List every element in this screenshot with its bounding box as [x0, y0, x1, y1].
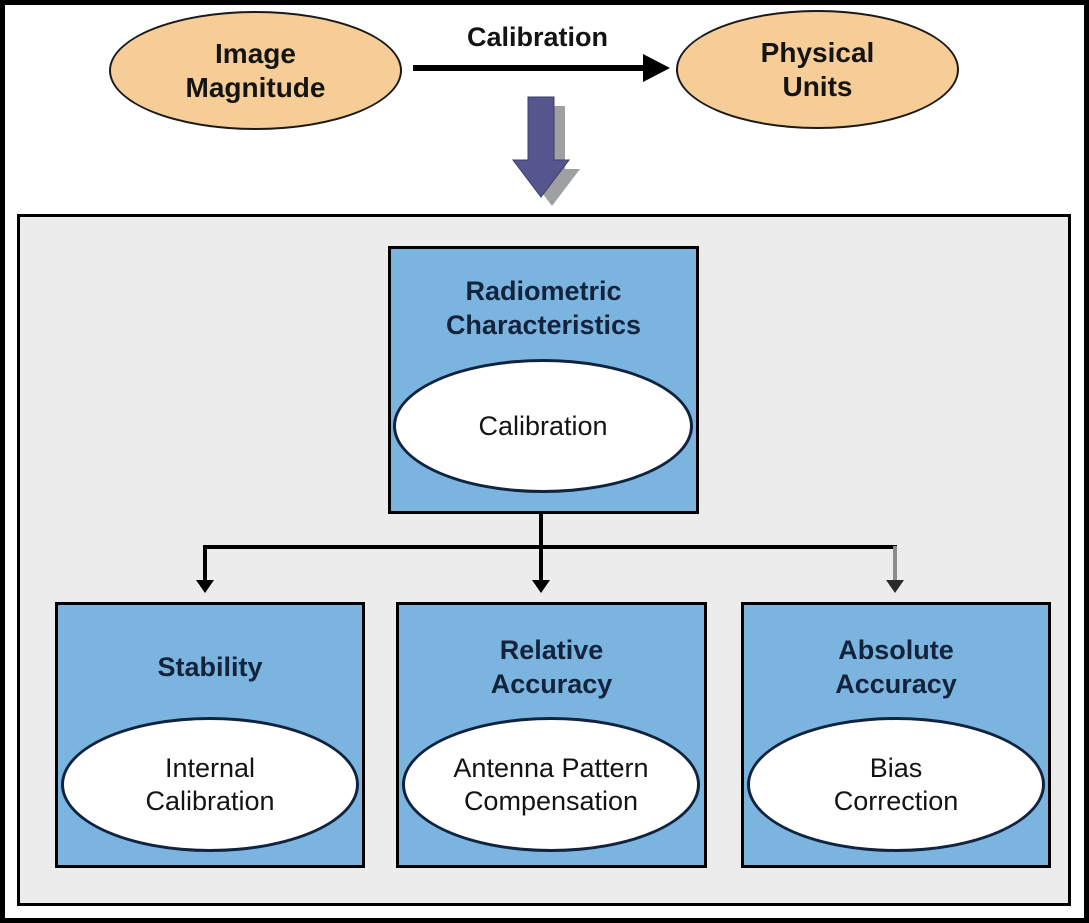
connector-stub-right — [893, 546, 897, 582]
arrowhead-middle-icon — [532, 580, 550, 593]
antenna-pattern-compensation-ellipse: Antenna Pattern Compensation — [402, 717, 700, 852]
relative-accuracy-title: Relative Accuracy — [490, 635, 613, 699]
antenna-pattern-compensation-label: Antenna Pattern Compensation — [453, 752, 649, 816]
absolute-accuracy-title: Absolute Accuracy — [835, 635, 957, 699]
physical-units-node: Physical Units — [676, 10, 959, 129]
arrowhead-left-icon — [196, 580, 214, 593]
radiometric-characteristics-title: Radiometric Characteristics — [445, 276, 642, 340]
connector-horizontal — [203, 545, 897, 549]
down-block-arrow-icon — [511, 96, 580, 206]
radiometric-characteristics-box: Radiometric Characteristics Calibration — [388, 246, 699, 514]
calibration-arrow-label: Calibration — [466, 22, 608, 52]
calibration-ellipse: Calibration — [393, 359, 693, 493]
calibration-arrow-line — [413, 65, 645, 71]
image-magnitude-label: Image Magnitude — [185, 37, 326, 103]
calibration-arrow-head-icon — [643, 54, 670, 82]
relative-accuracy-box: Relative Accuracy Antenna Pattern Compen… — [396, 602, 707, 868]
arrowhead-right-icon — [886, 580, 904, 593]
bias-correction-ellipse: Bias Correction — [747, 717, 1045, 852]
internal-calibration-label: Internal Calibration — [145, 752, 275, 816]
absolute-accuracy-box: Absolute Accuracy Bias Correction — [741, 602, 1051, 868]
connector-root-vertical — [539, 512, 543, 548]
stability-box: Stability Internal Calibration — [55, 602, 365, 868]
bias-correction-label: Bias Correction — [833, 752, 959, 816]
image-magnitude-node: Image Magnitude — [109, 11, 402, 130]
calibration-ellipse-label: Calibration — [478, 410, 608, 441]
stability-title: Stability — [157, 652, 263, 682]
internal-calibration-ellipse: Internal Calibration — [61, 717, 359, 852]
connector-stub-left — [203, 546, 207, 582]
connector-stub-middle — [539, 546, 543, 582]
physical-units-label: Physical Units — [760, 36, 875, 102]
